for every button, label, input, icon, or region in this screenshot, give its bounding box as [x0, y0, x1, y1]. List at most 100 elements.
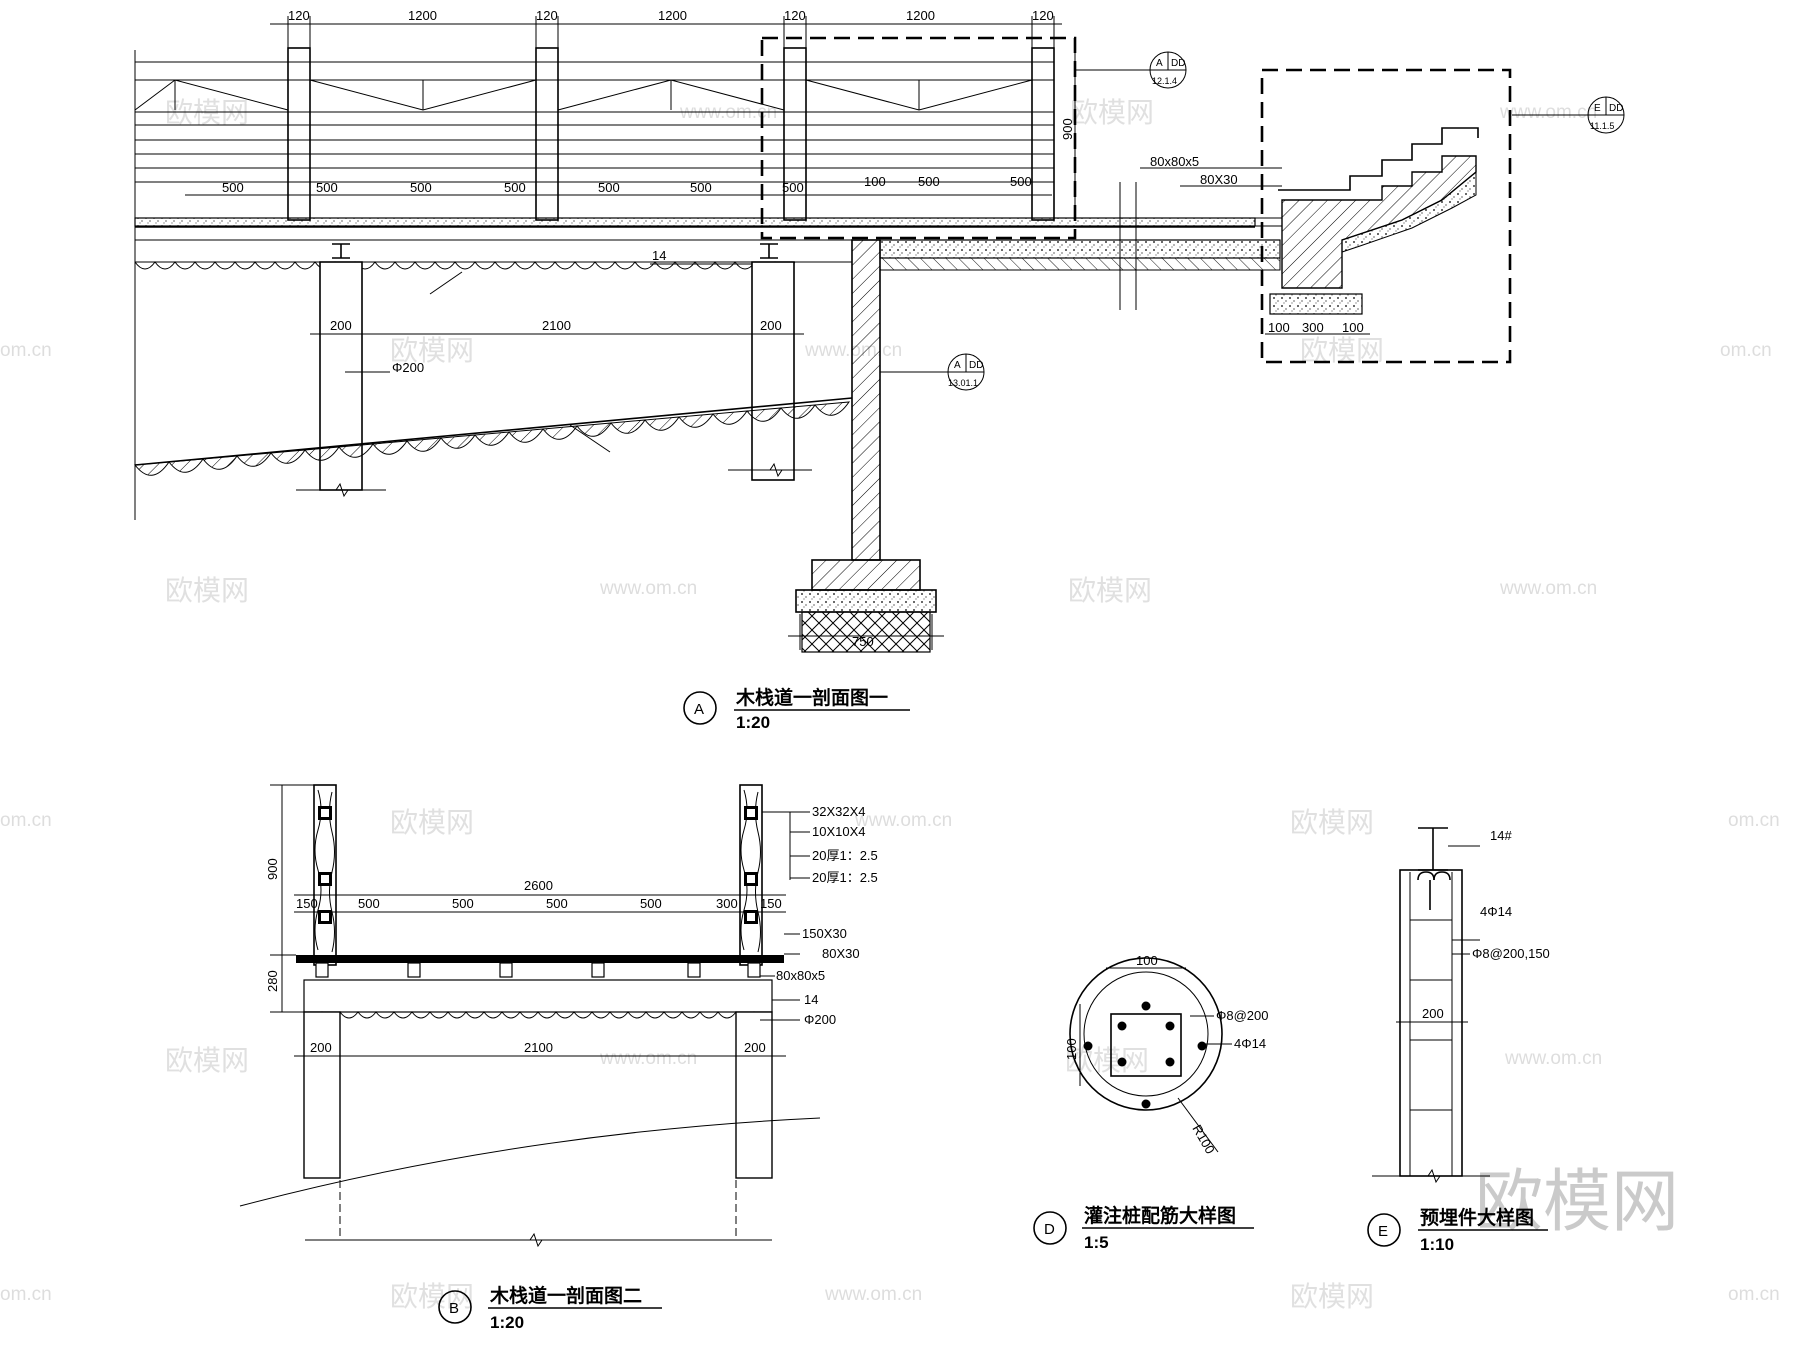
dim-top: 100 [1136, 953, 1158, 968]
dim-bay: 300 [716, 896, 738, 911]
callout-letter: E [1594, 103, 1601, 114]
section-scale: 1:10 [1420, 1235, 1454, 1254]
dim-height: 900 [265, 858, 280, 880]
watermark-url: om.cn [0, 810, 52, 831]
note: Φ8@200 [1216, 1008, 1269, 1023]
dim-spacing: 500 [504, 180, 526, 195]
label-angle: 80x80x5 [1150, 154, 1199, 169]
note: 150X30 [802, 926, 847, 941]
detail-e: 200 14# 4Φ14 Φ8@200,150 E 预埋件大样图 1:10 [1367, 827, 1550, 1254]
dim-pile-width: 200 [744, 1040, 766, 1055]
watermark-url: www.om.cn [599, 578, 697, 599]
watermark-url: om.cn [1728, 810, 1780, 831]
dim-spacing: 100 [864, 174, 886, 189]
watermark-brand: 欧模网 [390, 806, 474, 839]
detail-d: 100 100 Φ8@200 4Φ14 R100 D 灌注桩配筋大样图 1:5 [1033, 953, 1269, 1252]
watermark-url: om.cn [0, 1284, 52, 1305]
dim-spacing: 500 [782, 180, 804, 195]
dim-step: 300 [1302, 320, 1324, 335]
label-joist: 80X30 [1200, 172, 1238, 187]
note: Φ8@200,150 [1472, 946, 1550, 961]
dim-post-width: 120 [784, 8, 806, 23]
dim-bay: 150 [296, 896, 318, 911]
dim-pile-spacing: 2100 [524, 1040, 553, 1055]
dim-spacing: 500 [1010, 174, 1032, 189]
section-letter: D [1044, 1221, 1055, 1238]
dim-pile-spacing: 2100 [542, 318, 571, 333]
watermark-url: om.cn [0, 340, 52, 361]
section-letter: E [1378, 1223, 1388, 1240]
section-title: 木栈道一剖面图二 [489, 1284, 642, 1307]
watermark-layer: 欧模网 欧模网 www.om.cn www.om.cn om.cn 欧模网 ww… [0, 96, 1780, 1313]
section-letter: B [449, 1300, 459, 1317]
callout-sheet: 12.1.4 [1152, 76, 1177, 86]
watermark-brand: 欧模网 [1290, 806, 1374, 839]
watermark-brand: 欧模网 [165, 574, 249, 607]
section-scale: 1:5 [1084, 1233, 1109, 1252]
dim-step: 100 [1268, 320, 1290, 335]
note: 20厚1：2.5 [812, 870, 878, 885]
watermark-brand: 欧模网 [390, 334, 474, 367]
dim-bay: 1200 [906, 8, 935, 23]
dim-post-width: 120 [1032, 8, 1054, 23]
watermark-url: www.om.cn [599, 1048, 697, 1069]
note: 80X30 [822, 946, 860, 961]
dim-bay: 500 [358, 896, 380, 911]
dim-bay: 500 [452, 896, 474, 911]
dim-bay: 500 [640, 896, 662, 911]
dim-step: 100 [1342, 320, 1364, 335]
dim-post-width: 120 [536, 8, 558, 23]
note: 14# [1490, 828, 1512, 843]
dim-footing-width: 750 [852, 634, 874, 649]
watermark-brand: 欧模网 [390, 1280, 474, 1313]
dim-bay: 1200 [408, 8, 437, 23]
dim-post-width: 120 [288, 8, 310, 23]
watermark-url: www.om.cn [824, 1284, 922, 1305]
watermark-brand: 欧模网 [165, 1044, 249, 1077]
detail-box-e [1260, 68, 1512, 364]
dim-radius: R100 [1189, 1122, 1218, 1156]
watermark-brand: 欧模网 [1070, 96, 1154, 129]
watermark-url: www.om.cn [1499, 102, 1597, 123]
dim-spacing: 500 [316, 180, 338, 195]
note: 4Φ14 [1480, 904, 1512, 919]
dim-spacing: 500 [598, 180, 620, 195]
section-b: 900 280 2600 150 500 500 500 500 300 150… [239, 784, 878, 1332]
callout-sheet: 13.01.1 [948, 378, 978, 388]
dim-span: 2600 [524, 878, 553, 893]
callout-sheet: 11.1.5 [1590, 121, 1614, 131]
section-title: 灌注桩配筋大样图 [1084, 1204, 1236, 1227]
dim-pile-width: 200 [310, 1040, 332, 1055]
callout-letter: A [954, 360, 961, 371]
detail-box-a [760, 36, 1077, 240]
dim-spacing: 500 [410, 180, 432, 195]
dim-bay: 500 [546, 896, 568, 911]
callout-ref: DD [1609, 103, 1623, 114]
note: 14 [804, 992, 818, 1007]
dim-spacing: 500 [222, 180, 244, 195]
watermark-url: www.om.cn [1504, 1048, 1602, 1069]
section-scale: 1:20 [736, 713, 770, 732]
watermark-url: www.om.cn [1499, 578, 1597, 599]
dim-rail-height: 900 [1060, 118, 1075, 140]
label-pile: Φ200 [392, 360, 424, 375]
callout-ref: DD [1171, 58, 1185, 69]
label-i-beam: 14 [652, 248, 666, 263]
note: 80x80x5 [776, 968, 825, 983]
note: 32X32X4 [812, 804, 866, 819]
dim-bay: 150 [760, 896, 782, 911]
note: 10X10X4 [812, 824, 866, 839]
section-letter: A [694, 701, 704, 718]
note: Φ200 [804, 1012, 836, 1027]
logo-watermark: 欧模网 [1475, 1163, 1679, 1242]
section-scale: 1:20 [490, 1313, 524, 1332]
dim-spacing: 500 [690, 180, 712, 195]
callout-letter: A [1156, 58, 1163, 69]
section-title: 木栈道一剖面图一 [735, 686, 888, 709]
dim-width: 200 [1422, 1006, 1444, 1021]
dim-spacing: 500 [918, 174, 940, 189]
section-a: 120 1200 120 1200 120 1200 120 [134, 8, 1625, 732]
dim-pile-width: 200 [330, 318, 352, 333]
note: 20厚1：2.5 [812, 848, 878, 863]
